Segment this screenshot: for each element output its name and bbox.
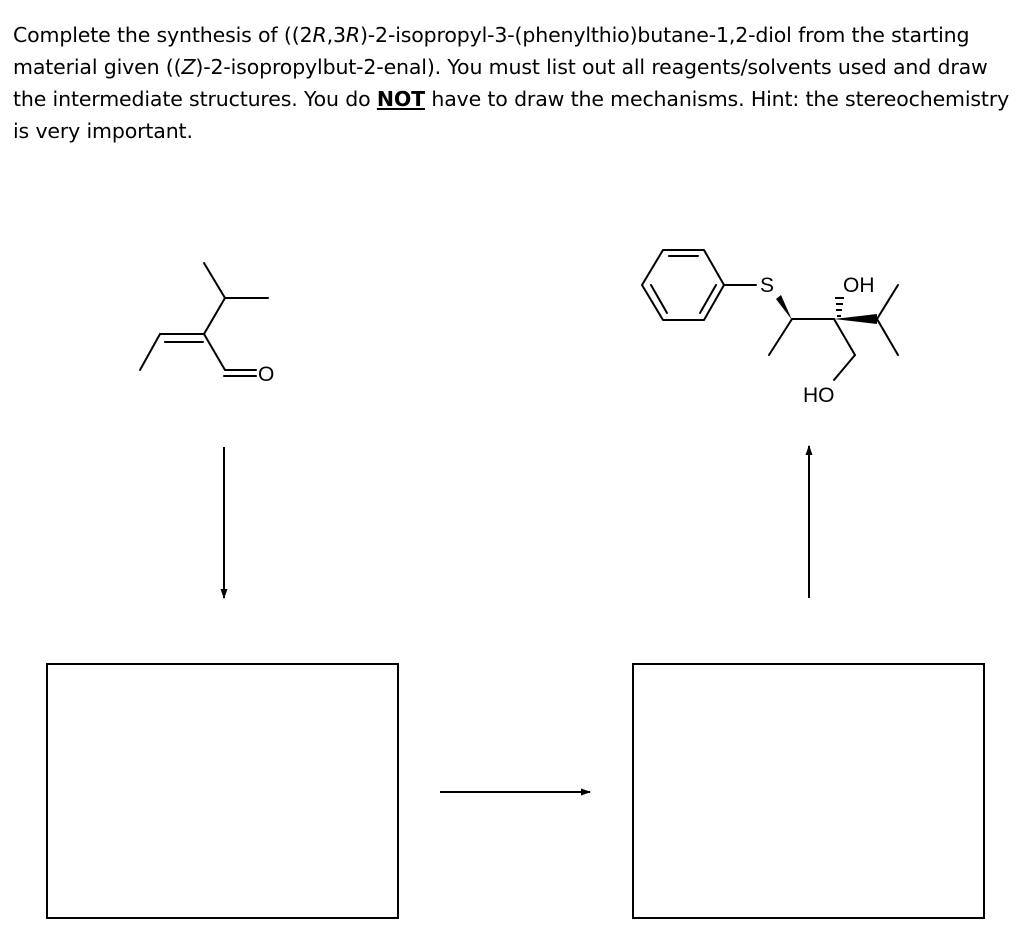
hydroxyl-ho-label: HO: [803, 384, 835, 407]
target-molecule-structure: [641, 249, 899, 381]
oxygen-atom-label: O: [258, 363, 274, 386]
sulfur-atom-label: S: [760, 274, 774, 297]
benzene-ring: [641, 249, 725, 321]
intermediate-answer-box-2[interactable]: [632, 663, 985, 919]
wedge-bond-sulfur: [776, 295, 792, 320]
starting-material-structure: [139, 262, 269, 377]
hashed-bond-hydroxyl: [835, 297, 844, 317]
intermediate-answer-box-1[interactable]: [46, 663, 399, 919]
emphasis-not: NOT: [376, 87, 425, 111]
question-text: Complete the synthesis of ((2R,3R)-2-iso…: [13, 23, 1010, 143]
wedge-bond-isopropyl: [834, 314, 877, 324]
hydroxyl-oh-label: OH: [843, 274, 875, 297]
